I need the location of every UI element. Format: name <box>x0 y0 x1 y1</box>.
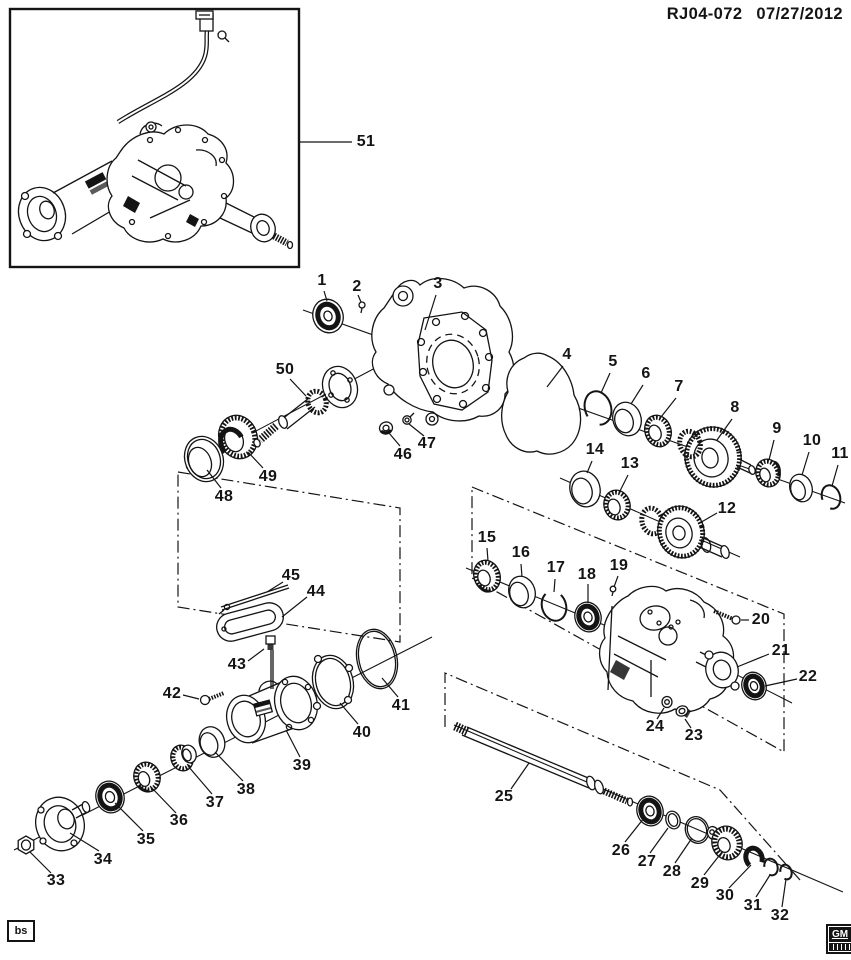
differential-carrier-assembly <box>598 585 735 714</box>
part-31-snap-ring <box>763 857 779 877</box>
part-1-pinion-seal <box>312 298 344 334</box>
part-38-spacer-ring <box>198 726 226 758</box>
part-19-dowel-pin <box>609 585 617 597</box>
gm-logo: GM <box>826 924 851 954</box>
part-41-o-ring <box>355 628 399 690</box>
part-42-bolt <box>199 691 225 706</box>
part-20-bolt <box>713 609 741 625</box>
phantom-boxes <box>177 471 801 881</box>
part-18-seal <box>574 601 602 633</box>
part-49-bearing <box>217 414 259 460</box>
part-15-bearing <box>473 559 501 593</box>
part-34-drive-flange <box>35 796 91 852</box>
part-13-bearing <box>603 489 631 521</box>
part-4-gasket <box>501 352 582 455</box>
drawing-date: 07/27/2012 <box>756 5 843 23</box>
part-21-output-flange <box>704 650 740 691</box>
part-22-seal <box>741 671 767 701</box>
drawing-header: RJ04-072 07/27/2012 <box>667 5 843 24</box>
part-45-vent-tube <box>218 584 290 615</box>
part-8-drive-gear <box>677 426 756 488</box>
part-36-bearing <box>133 761 161 793</box>
part-50-drive-pinion <box>253 365 359 448</box>
leader-lines <box>29 141 839 908</box>
part-16-bearing-race <box>508 575 536 609</box>
part-33-pinion-nut <box>17 835 35 855</box>
part-44-vent-hose <box>216 602 284 642</box>
part-48-bearing-race <box>183 435 225 483</box>
part-17-snap-ring <box>540 590 568 622</box>
part-9-bearing <box>755 458 781 488</box>
part-23-drain-plug <box>675 705 691 718</box>
inset-assembled-view <box>8 7 301 269</box>
footer-tag-box: bs <box>7 920 35 942</box>
part-43-vent-fitting <box>265 635 276 689</box>
part-37-bearing <box>170 744 197 772</box>
part-10-bearing-race <box>789 473 813 503</box>
part-29-bearing-hub <box>706 825 743 861</box>
part-25-axle-shaft <box>453 721 634 807</box>
drawing-number: RJ04-072 <box>666 5 743 23</box>
part-40-cover-gasket <box>311 654 355 711</box>
part-5-snap-ring <box>583 390 613 426</box>
part-3-carrier-housing <box>371 277 515 426</box>
part-32-snap-ring <box>779 863 793 881</box>
part-47-washer <box>402 412 415 425</box>
part-27-ring <box>665 810 681 830</box>
part-12-cluster-gear <box>639 505 730 560</box>
part-28-o-ring <box>684 816 710 844</box>
part-11-snap-ring <box>820 484 842 510</box>
part-24-washer <box>661 695 673 709</box>
part-6-bearing-race <box>612 401 642 437</box>
part-30-seal-ring <box>743 845 765 871</box>
footer-tag: bs <box>14 925 28 937</box>
part-7-bearing <box>644 414 672 448</box>
part-14-bearing-race <box>569 470 601 508</box>
gm-logo-text: GM <box>829 927 851 942</box>
part-39-coupling-housing <box>225 675 319 744</box>
part-26-seal <box>636 795 664 827</box>
gm-logo-subtext-bar <box>829 943 851 951</box>
part-2-bolt <box>358 301 366 314</box>
part-46-plug <box>378 421 394 435</box>
